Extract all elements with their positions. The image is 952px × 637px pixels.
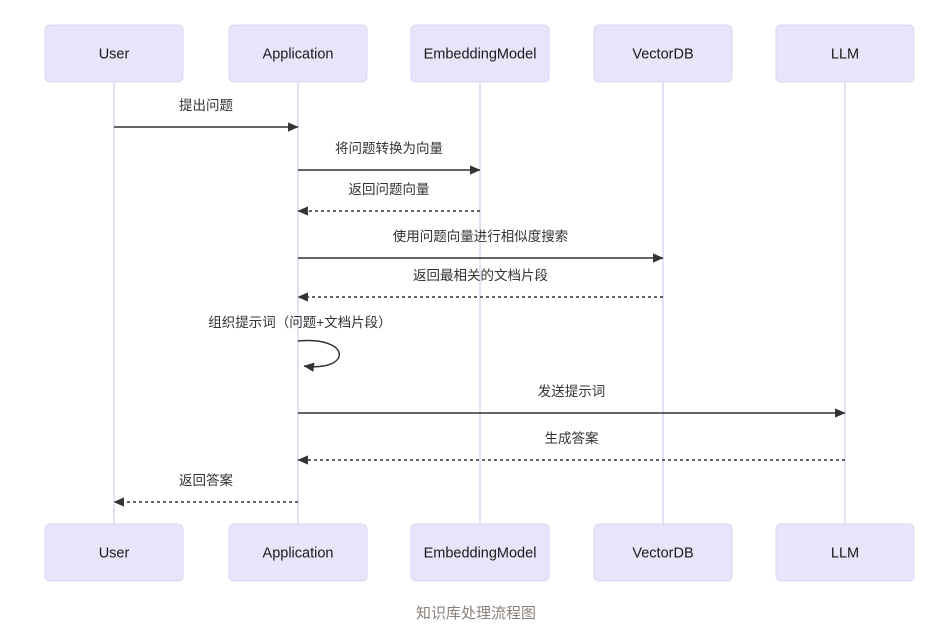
lifelines-group <box>113 82 846 524</box>
message-1[interactable]: 提出问题 <box>114 98 299 132</box>
message-2[interactable]: 将问题转换为向量 <box>298 141 481 175</box>
message-label-1: 提出问题 <box>179 98 233 113</box>
actor-box-embeddingmodel[interactable] <box>410 24 550 83</box>
actor-box-application[interactable] <box>228 523 368 582</box>
actor-llm-top[interactable]: LLM <box>775 24 915 83</box>
message-9[interactable]: 返回答案 <box>113 472 298 507</box>
message-label-2: 将问题转换为向量 <box>335 141 443 156</box>
message-self-loop-arc <box>297 339 340 372</box>
message-label-8: 生成答案 <box>545 430 599 446</box>
actor-box-application[interactable] <box>228 24 368 83</box>
actor-label-vectordb: VectorDB <box>632 545 693 561</box>
messages-group: 提出问题将问题转换为向量返回问题向量使用问题向量进行相似度搜索返回最相关的文档片… <box>113 98 846 507</box>
actor-embeddingmodel-bottom[interactable]: EmbeddingModel <box>410 523 550 582</box>
actor-label-application: Application <box>263 46 334 62</box>
message-3[interactable]: 返回问题向量 <box>297 182 480 216</box>
actor-label-user: User <box>99 545 130 561</box>
message-4[interactable]: 使用问题向量进行相似度搜索 <box>298 228 664 263</box>
actor-box-vectordb[interactable] <box>593 523 733 582</box>
actor-box-user[interactable] <box>44 24 184 83</box>
actor-llm-bottom[interactable]: LLM <box>775 523 915 582</box>
actor-label-embeddingmodel: EmbeddingModel <box>424 46 537 62</box>
message-5[interactable]: 返回最相关的文档片段 <box>297 268 663 302</box>
message-label-4: 使用问题向量进行相似度搜索 <box>393 228 569 244</box>
actor-boxes-bottom: User Application EmbeddingModel VectorDB LLM <box>44 523 915 582</box>
actor-boxes-top: User Application EmbeddingModel VectorDB LLM <box>44 24 915 83</box>
actor-box-llm[interactable] <box>775 24 915 83</box>
message-7[interactable]: 发送提示词 <box>298 384 846 418</box>
actor-box-embeddingmodel[interactable] <box>410 523 550 582</box>
actor-label-llm: LLM <box>831 545 859 561</box>
actor-application-bottom[interactable]: Application <box>228 523 368 582</box>
actor-embeddingmodel-top[interactable]: EmbeddingModel <box>410 24 550 83</box>
actor-application-top[interactable]: Application <box>228 24 368 83</box>
actor-box-vectordb[interactable] <box>593 24 733 83</box>
diagram-caption: 知识库处理流程图 <box>416 605 536 622</box>
message-label-9: 返回答案 <box>179 472 233 488</box>
actor-label-user: User <box>99 46 130 62</box>
actor-label-embeddingmodel: EmbeddingModel <box>424 545 537 561</box>
actor-box-user[interactable] <box>44 523 184 582</box>
actor-user-top[interactable]: User <box>44 24 184 83</box>
actor-box-llm[interactable] <box>775 523 915 582</box>
message-label-6: 组织提示词（问题+文档片段） <box>208 315 391 330</box>
actor-vectordb-top[interactable]: VectorDB <box>593 24 733 83</box>
message-label-5: 返回最相关的文档片段 <box>413 268 548 283</box>
actor-label-vectordb: VectorDB <box>632 46 693 62</box>
message-6[interactable]: 组织提示词（问题+文档片段） <box>208 315 392 372</box>
message-8[interactable]: 生成答案 <box>297 430 845 465</box>
actor-label-application: Application <box>263 545 334 561</box>
actor-user-bottom[interactable]: User <box>44 523 184 582</box>
actor-vectordb-bottom[interactable]: VectorDB <box>593 523 733 582</box>
message-label-3: 返回问题向量 <box>349 182 430 197</box>
message-label-7: 发送提示词 <box>538 384 606 399</box>
actor-label-llm: LLM <box>831 46 859 62</box>
